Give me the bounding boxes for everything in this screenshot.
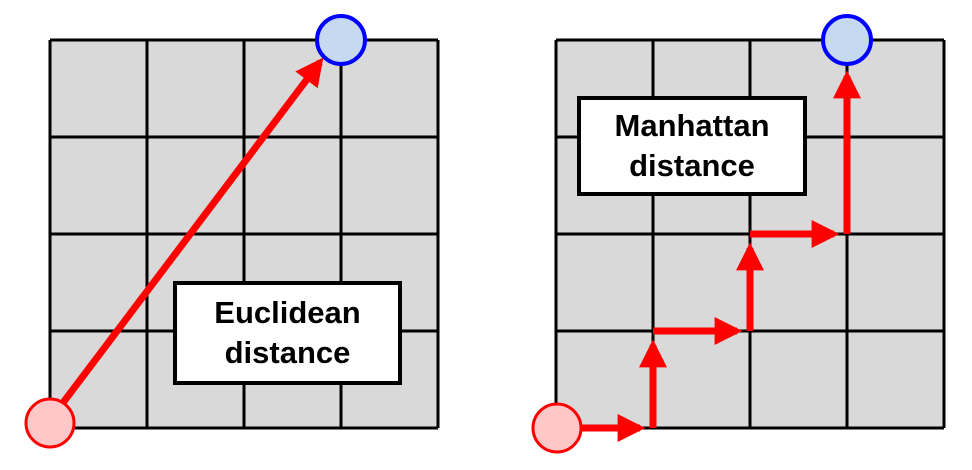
manhattan-start-point bbox=[531, 402, 583, 454]
manhattan-label-line1: Manhattan bbox=[614, 108, 770, 143]
euclidean-panel bbox=[24, 14, 440, 449]
manhattan-panel bbox=[531, 14, 946, 454]
euclidean-end-point bbox=[315, 14, 367, 66]
euclidean-label-line2: distance bbox=[224, 335, 351, 370]
euclidean-path-line bbox=[53, 57, 324, 415]
manhattan-end-point bbox=[821, 14, 873, 66]
euclidean-label-box: Euclidean distance bbox=[173, 281, 402, 385]
manhattan-label-line2: distance bbox=[629, 148, 755, 183]
manhattan-label-box: Manhattan distance bbox=[577, 96, 807, 196]
euclidean-start-point bbox=[24, 397, 76, 449]
euclidean-label-line1: Euclidean bbox=[214, 295, 361, 330]
